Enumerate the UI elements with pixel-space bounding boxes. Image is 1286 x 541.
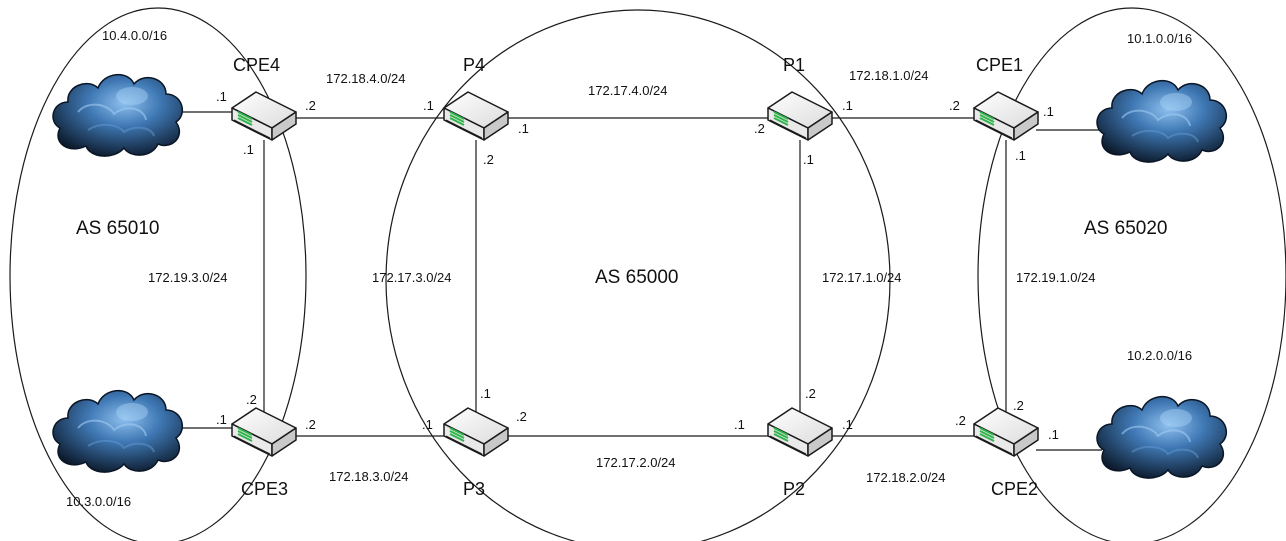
router-name-p3: P3	[463, 479, 485, 499]
router-name-p2: P2	[783, 479, 805, 499]
interface-label: .2	[516, 409, 527, 424]
as-label-center: AS 65000	[595, 267, 678, 288]
subnet-label-p2-cpe2: 172.18.2.0/24	[866, 470, 946, 485]
interface-label: .1	[1015, 148, 1026, 163]
subnet-label-p3-p2: 172.17.2.0/24	[596, 455, 676, 470]
router-name-cpe3: CPE3	[241, 479, 288, 499]
as-label-right: AS 65020	[1084, 218, 1167, 239]
router-name-p4: P4	[463, 55, 485, 75]
interface-label: .2	[955, 413, 966, 428]
interface-label: .2	[754, 121, 765, 136]
interface-label: .2	[305, 98, 316, 113]
network-cloud-icon	[52, 389, 184, 474]
network-label-cpe1-lan: 10.1.0.0/16	[1127, 31, 1192, 46]
interface-label: .1	[1048, 427, 1059, 442]
interface-label: .2	[483, 152, 494, 167]
interface-label: .1	[734, 417, 745, 432]
interface-label: .2	[949, 98, 960, 113]
subnet-label-cpe3-p3: 172.18.3.0/24	[329, 469, 409, 484]
interface-label: .1	[422, 417, 433, 432]
network-label-cpe2-lan: 10.2.0.0/16	[1127, 348, 1192, 363]
subnet-label-cpe4-cpe3: 172.19.3.0/24	[148, 270, 228, 285]
interface-label: .1	[842, 98, 853, 113]
network-label-cpe3-lan: 10.3.0.0/16	[66, 494, 131, 509]
subnet-label-p1-cpe1: 172.18.1.0/24	[849, 68, 929, 83]
as-label-left: AS 65010	[76, 218, 159, 239]
network-cloud-icon	[52, 73, 184, 158]
network-cloud-icon	[1096, 395, 1228, 480]
interface-label: .1	[243, 142, 254, 157]
interface-label: .1	[216, 89, 227, 104]
router-name-cpe2: CPE2	[991, 479, 1038, 499]
router-icon[interactable]	[443, 91, 509, 141]
router-icon[interactable]	[231, 407, 297, 457]
router-name-cpe1: CPE1	[976, 55, 1023, 75]
router-icon[interactable]	[767, 91, 833, 141]
interface-label: .1	[423, 98, 434, 113]
interface-label: .1	[1043, 104, 1054, 119]
as-65000-boundary	[385, 9, 891, 541]
subnet-label-p4-p3: 172.17.3.0/24	[372, 270, 452, 285]
network-cloud-icon	[1096, 79, 1228, 164]
router-name-cpe4: CPE4	[233, 55, 280, 75]
links	[178, 111, 1102, 451]
interface-label: .2	[1013, 398, 1024, 413]
subnet-label-cpe1-cpe2: 172.19.1.0/24	[1016, 270, 1096, 285]
interface-label: .1	[803, 152, 814, 167]
router-icon[interactable]	[973, 91, 1039, 141]
router-icon[interactable]	[767, 407, 833, 457]
interface-label: .2	[246, 392, 257, 407]
interface-label: .1	[216, 412, 227, 427]
subnet-label-p1-p2: 172.17.1.0/24	[822, 270, 902, 285]
router-name-p1: P1	[783, 55, 805, 75]
interface-label: .1	[480, 386, 491, 401]
router-icon[interactable]	[443, 407, 509, 457]
router-icon[interactable]	[231, 91, 297, 141]
subnet-label-p4-p1: 172.17.4.0/24	[588, 83, 668, 98]
interface-label: .2	[305, 417, 316, 432]
interface-label: .1	[518, 121, 529, 136]
router-icon[interactable]	[973, 407, 1039, 457]
subnet-label-cpe4-p4: 172.18.4.0/24	[326, 71, 406, 86]
as-65020-boundary	[977, 7, 1286, 541]
as-65010-boundary	[9, 7, 307, 541]
network-label-cpe4-lan: 10.4.0.0/16	[102, 28, 167, 43]
interface-label: .1	[842, 417, 853, 432]
interface-label: .2	[805, 386, 816, 401]
